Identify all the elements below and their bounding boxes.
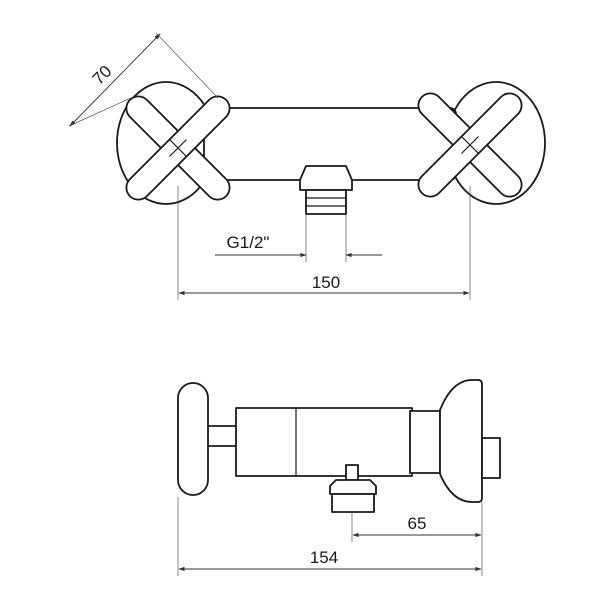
side-collar: [409, 410, 441, 474]
side-outlet-thread: [331, 493, 375, 513]
dim-154-label: 154: [310, 548, 338, 567]
dim-150-label: 150: [312, 273, 340, 292]
dim-154: 154: [177, 497, 482, 576]
front-view: 70 G1/2" 150: [68, 32, 546, 300]
side-view: 65 154: [177, 379, 501, 576]
handle-disc: [177, 382, 209, 496]
dim-65-label: 65: [408, 514, 427, 533]
dim-thread-label: G1/2": [227, 233, 270, 252]
right-cross-handle: [417, 92, 523, 198]
side-body: [235, 407, 413, 477]
dim-70-label: 70: [89, 62, 116, 89]
side-outlet-nut: [329, 479, 377, 495]
wall-connector: [481, 437, 501, 479]
side-outlet-neck: [345, 464, 359, 481]
outlet-nut: [299, 165, 353, 191]
dim-thread: G1/2": [215, 214, 382, 262]
outlet-thread: [305, 189, 347, 215]
dim-65: 65: [351, 502, 483, 576]
wall-flange: [439, 379, 483, 503]
dim-150: 150: [177, 186, 471, 300]
